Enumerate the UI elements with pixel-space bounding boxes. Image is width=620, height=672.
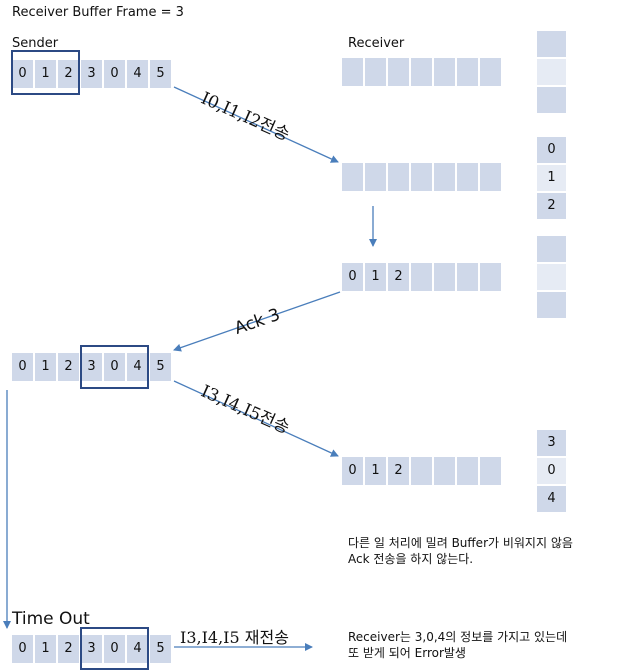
frame-cell: 0 <box>12 353 33 381</box>
buffer-slot: 1 <box>537 165 566 191</box>
receiver-frames-row-1 <box>342 58 503 86</box>
frame-cell: 4 <box>127 353 148 381</box>
receiver-frames-row-3: 0 1 2 <box>342 263 503 291</box>
frame-cell <box>388 163 409 191</box>
note-error-line-1: Receiver는 3,0,4의 정보를 가지고 있는데 <box>348 630 568 644</box>
ack-arrow <box>173 291 341 352</box>
buffer-slot: 0 <box>537 137 566 163</box>
frame-cell: 3 <box>81 353 102 381</box>
sender-frames-row-1: 0 1 2 3 0 4 5 <box>12 60 173 88</box>
buffer-slot: 2 <box>537 193 566 219</box>
receiver-buffer-3 <box>537 236 566 320</box>
frame-cell <box>342 163 363 191</box>
receiver-label: Receiver <box>348 36 405 51</box>
frame-cell: 2 <box>58 635 79 663</box>
receiver-frames-row-4: 0 1 2 <box>342 457 503 485</box>
frame-cell: 1 <box>35 60 56 88</box>
frame-cell <box>434 163 455 191</box>
frame-cell: 0 <box>104 60 125 88</box>
frame-cell: 1 <box>365 263 386 291</box>
frame-cell: 5 <box>150 60 171 88</box>
sender-frames-row-2: 0 1 2 3 0 4 5 <box>12 353 173 381</box>
frame-cell: 0 <box>104 353 125 381</box>
timeout-label: Time Out <box>12 609 90 629</box>
send-arrow-2 <box>173 380 339 457</box>
frame-cell <box>480 58 501 86</box>
frame-cell: 2 <box>58 353 79 381</box>
frame-cell: 2 <box>388 457 409 485</box>
buffer-slot <box>537 264 566 290</box>
note-buffer-line-2: Ack 전송을 하지 않는다. <box>348 552 474 566</box>
buffer-slot: 4 <box>537 486 566 512</box>
buffer-slot: 0 <box>537 458 566 484</box>
frame-cell: 2 <box>58 60 79 88</box>
frame-cell: 0 <box>12 60 33 88</box>
sliding-window-3 <box>80 627 149 670</box>
frame-cell <box>411 457 432 485</box>
note-error-line-2: 또 받게 되어 Error발생 <box>348 646 466 660</box>
frame-cell <box>480 457 501 485</box>
frame-cell <box>342 58 363 86</box>
frame-cell <box>434 263 455 291</box>
frame-cell <box>480 163 501 191</box>
frame-cell: 3 <box>81 60 102 88</box>
diagram-title: Receiver Buffer Frame = 3 <box>12 5 184 20</box>
frame-cell <box>388 58 409 86</box>
frame-cell: 1 <box>35 353 56 381</box>
frame-cell <box>411 163 432 191</box>
frame-cell <box>411 263 432 291</box>
resend-label: I3,I4,I5 재전송 <box>180 628 289 647</box>
frame-cell: 2 <box>388 263 409 291</box>
frame-cell <box>365 163 386 191</box>
buffer-slot <box>537 292 566 318</box>
frame-cell: 1 <box>365 457 386 485</box>
frame-cell <box>365 58 386 86</box>
frame-cell: 5 <box>150 353 171 381</box>
frame-cell: 5 <box>150 635 171 663</box>
receiver-buffer-1 <box>537 31 566 115</box>
receiver-buffer-4: 3 0 4 <box>537 430 566 514</box>
frame-cell: 1 <box>35 635 56 663</box>
sender-frames-row-3: 0 1 2 3 0 4 5 <box>12 635 173 663</box>
buffer-slot <box>537 59 566 85</box>
buffer-slot <box>537 31 566 57</box>
receiver-buffer-2: 0 1 2 <box>537 137 566 221</box>
frame-cell <box>457 58 478 86</box>
frame-cell <box>457 457 478 485</box>
frame-cell: 0 <box>12 635 33 663</box>
frame-cell: 0 <box>342 263 363 291</box>
buffer-slot <box>537 236 566 262</box>
frame-cell <box>457 163 478 191</box>
frame-cell <box>411 58 432 86</box>
frame-cell <box>480 263 501 291</box>
frame-cell: 4 <box>127 60 148 88</box>
sliding-window-1 <box>11 50 80 95</box>
frame-cell <box>434 58 455 86</box>
sender-label: Sender <box>12 36 59 51</box>
frame-cell: 0 <box>104 635 125 663</box>
sliding-window-2 <box>80 345 149 389</box>
buffer-slot <box>537 87 566 113</box>
send-arrow-1 <box>173 86 339 163</box>
frame-cell: 0 <box>342 457 363 485</box>
frame-cell: 4 <box>127 635 148 663</box>
frame-cell <box>457 263 478 291</box>
note-buffer-line-1: 다른 일 처리에 밀려 Buffer가 비워지지 않음 <box>348 536 573 550</box>
buffer-slot: 3 <box>537 430 566 456</box>
frame-cell <box>434 457 455 485</box>
receiver-frames-row-2 <box>342 163 503 191</box>
frame-cell: 3 <box>81 635 102 663</box>
